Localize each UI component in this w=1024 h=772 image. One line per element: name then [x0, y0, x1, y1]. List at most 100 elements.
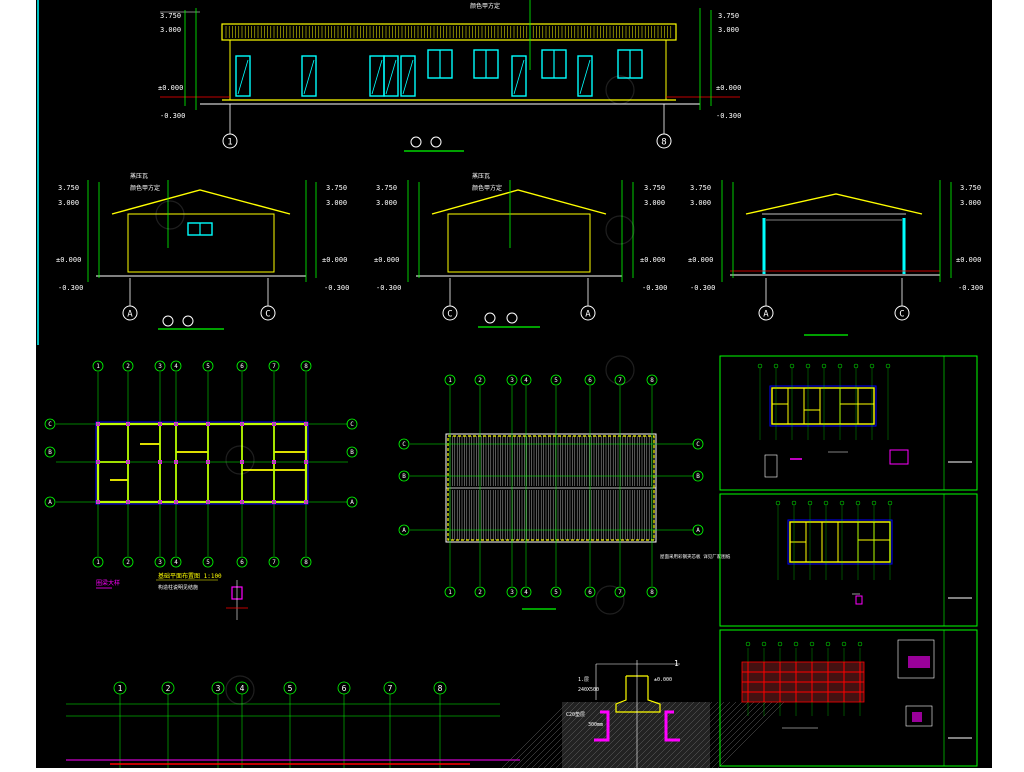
axis-bubble	[44, 496, 56, 508]
soil-line	[567, 701, 635, 769]
detail-label: 圈梁大样	[96, 579, 120, 587]
axis-bubble	[692, 470, 704, 482]
axis-label: 7	[618, 377, 622, 384]
title-bubble	[430, 136, 442, 148]
level-ground: -0.300	[376, 284, 401, 292]
axis-label: 6	[240, 559, 244, 566]
thumb1-plan	[769, 385, 877, 427]
rebar-right	[664, 710, 680, 742]
axis-bubble	[506, 374, 518, 386]
axis-label: C	[696, 441, 700, 448]
plan-subtitle: 构造柱说明见结施	[158, 584, 198, 591]
thumb2-plan	[787, 519, 893, 565]
axis-label: 4	[524, 589, 528, 596]
soil-line	[579, 701, 647, 769]
page-margin-right	[992, 0, 1024, 768]
soil-line	[531, 701, 599, 769]
note-roof: 蒸压瓦	[130, 172, 148, 180]
axis-label: 6	[588, 589, 592, 596]
note-text: 颜色甲方定	[470, 2, 500, 10]
axis-label: 1	[448, 377, 452, 384]
axis-label: 7	[618, 589, 622, 596]
thumb2-interior	[775, 500, 893, 580]
axis-bubble	[211, 681, 225, 695]
level-ground: -0.300	[690, 284, 715, 292]
level-top: 3.750	[160, 12, 181, 20]
thumb1-detail2	[889, 449, 909, 465]
axis-bubble-right	[656, 133, 672, 149]
axis-label: 2	[478, 377, 482, 384]
title-bubble	[162, 315, 174, 327]
level-markers-right: 3.750 3.000 ±0.000 -0.300	[699, 8, 741, 120]
axis-label: 5	[554, 377, 558, 384]
thumb-sheet-2	[719, 493, 978, 627]
axis-bubble	[122, 556, 134, 568]
axis-bubble	[474, 374, 486, 386]
axis-label: 3	[510, 377, 514, 384]
axis-label-right: C	[899, 310, 904, 320]
axis-label: 7	[272, 363, 276, 370]
level-markers-left: 3.750 3.000 ±0.000 -0.300	[158, 8, 200, 120]
door-swing	[303, 59, 315, 95]
thumb-axis	[841, 641, 847, 647]
thumb3-grid	[742, 641, 864, 729]
soil-line	[561, 701, 629, 769]
axis-label-left: 1	[227, 138, 232, 148]
axis-label: 1	[448, 589, 452, 596]
axis-bubble	[154, 360, 166, 372]
side-wall	[127, 213, 275, 273]
axis-bubble	[268, 360, 280, 372]
door-swing	[371, 59, 383, 95]
axis-label: 3	[216, 684, 221, 693]
axis-label: A	[350, 499, 354, 506]
axis-label-left: A	[763, 310, 769, 320]
soil-line	[543, 701, 611, 769]
axis-label: 1	[96, 559, 100, 566]
axis-bubble-right	[260, 305, 276, 321]
level-top: 3.750	[960, 184, 981, 192]
axis-bubble	[550, 374, 562, 386]
thumb-axis	[857, 641, 863, 647]
thumb1-walls	[771, 387, 875, 425]
door	[383, 55, 399, 97]
note-color: 颜色甲方定	[472, 184, 502, 192]
thumb-axis	[825, 641, 831, 647]
axis-bubble	[584, 586, 596, 598]
axis-label-right: C	[265, 310, 270, 320]
level-ground: -0.300	[324, 284, 349, 292]
soil-line	[681, 701, 749, 769]
level-top: 3.750	[718, 12, 739, 20]
axis-label-right: A	[585, 310, 591, 320]
title-bubble	[182, 315, 194, 327]
door-swing	[402, 59, 414, 95]
axis-bubble	[520, 374, 532, 386]
soil-line	[687, 701, 755, 769]
level-top: 3.750	[326, 184, 347, 192]
axis-label: C	[48, 421, 52, 428]
axis-bubble	[235, 681, 249, 695]
axis-bubble	[44, 418, 56, 430]
axis-label: 2	[126, 363, 130, 370]
thumb-axis	[761, 641, 767, 647]
front-openings	[235, 49, 643, 97]
detail-label-4: C20垫层	[566, 711, 585, 718]
soil-line	[705, 701, 773, 769]
axis-label: 4	[174, 559, 178, 566]
roof-hatching	[225, 26, 672, 38]
axis-bubble	[154, 556, 166, 568]
title-bubble	[410, 136, 422, 148]
soil-line	[651, 701, 719, 769]
plan-title: 基础平面布置图 1:100	[158, 572, 222, 580]
axis-bubble	[337, 681, 351, 695]
axis-label-right: 8	[661, 138, 666, 148]
soil-line	[513, 701, 581, 769]
thumb3-detail	[897, 639, 935, 679]
axis-label: 7	[388, 684, 393, 693]
title-bubble	[484, 312, 496, 324]
detail-label-5: 300mm	[588, 722, 603, 728]
axis-label: 3	[510, 589, 514, 596]
